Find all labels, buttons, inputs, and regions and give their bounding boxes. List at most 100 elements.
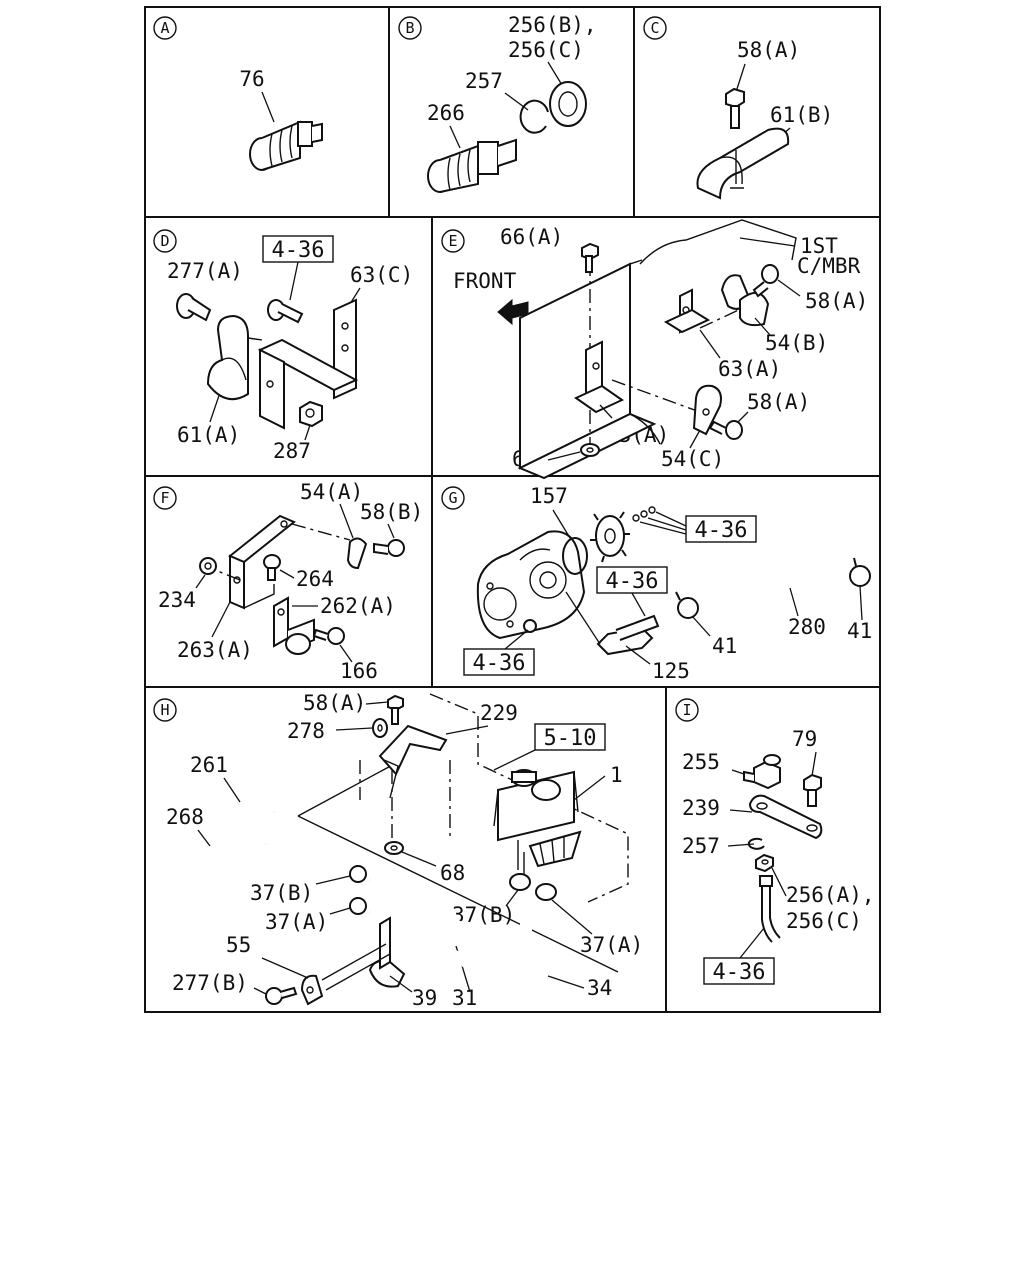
frame-outline [297, 693, 629, 973]
part-bolt-58a [387, 694, 404, 725]
label-68: 68 [440, 861, 465, 885]
panel-d: D 4-36 277(A) 63(C) 61(A) 287 [153, 229, 413, 463]
label-257: 257 [465, 69, 503, 93]
part-clamp-41-left [675, 591, 699, 619]
frame-member [517, 219, 797, 480]
label-256c: 256(C) [786, 909, 862, 933]
label-157: 157 [530, 484, 568, 508]
part-clamp-41-right [849, 557, 871, 587]
part-bolt-4-36 [267, 299, 304, 324]
svg-text:4-36: 4-36 [272, 238, 325, 263]
part-nut-234 [199, 557, 217, 575]
part-fitting-266 [427, 138, 517, 193]
label-c-mbr: C/MBR [797, 254, 861, 278]
label-58b: 58(B) [360, 500, 423, 524]
part-nut-287 [299, 400, 323, 428]
label-262a: 262(A) [320, 594, 396, 618]
label-34: 34 [587, 976, 612, 1000]
label-125: 125 [652, 659, 690, 683]
panel-a: A 76 [153, 16, 323, 171]
part-clip-61a [206, 314, 249, 401]
part-bolts-4-36 [632, 506, 656, 522]
panel-letter-a: A [153, 16, 177, 40]
label-256c: 256(C) [508, 38, 584, 62]
svg-text:C: C [650, 19, 659, 37]
label-front: FRONT [453, 269, 517, 293]
part-clip-55 [300, 974, 324, 1006]
label-58a: 58(A) [303, 691, 366, 715]
panel-i: I 255 79 239 257 256(A), 256(C) 4-36 [675, 698, 875, 985]
label-239: 239 [682, 796, 720, 820]
part-clamp-37a-left [349, 897, 367, 915]
part-hose-261 [227, 800, 276, 896]
label-37b-left: 37(B) [250, 881, 313, 905]
part-fitting-255 [743, 754, 781, 790]
part-bracket-263a [228, 514, 296, 610]
ref-box-5-10: 5-10 [534, 723, 606, 751]
label-278: 278 [287, 719, 325, 743]
panel-letter-e: E [441, 229, 465, 253]
part-clip-54c [692, 384, 722, 436]
panel-letter-f: F [153, 486, 177, 510]
part-nut-256 [755, 853, 774, 873]
svg-text:I: I [682, 701, 691, 719]
label-266: 266 [427, 101, 465, 125]
label-39: 39 [412, 986, 437, 1010]
label-166: 166 [340, 659, 378, 683]
part-clamp-37b-right [509, 873, 531, 891]
label-256b: 256(B), [508, 13, 597, 37]
part-bolt-277a [176, 293, 212, 322]
label-277b: 277(B) [172, 971, 248, 995]
part-bolt-264 [263, 554, 281, 581]
svg-text:H: H [160, 701, 169, 719]
label-234: 234 [158, 588, 196, 612]
part-bolt-277b [265, 986, 298, 1005]
label-277a: 277(A) [167, 259, 243, 283]
part-fitting-125 [596, 614, 660, 656]
part-clamp-37a-right [535, 883, 557, 901]
label-280: 280 [788, 615, 826, 639]
panel-letter-b: B [398, 16, 422, 40]
part-nut-68 [384, 841, 404, 855]
label-37a-right: 37(A) [580, 933, 643, 957]
part-bolt-166 [312, 627, 345, 645]
svg-text:4-36: 4-36 [713, 960, 766, 985]
part-nut-256 [549, 81, 587, 127]
label-76: 76 [239, 67, 264, 91]
part-gear [590, 511, 630, 563]
part-bolt-58a-upper [752, 264, 779, 298]
svg-text:D: D [160, 232, 169, 250]
label-287: 287 [273, 439, 311, 463]
part-washer-278 [372, 718, 388, 738]
panel-h: H 58(A) 229 5-10 278 1 261 268 68 37(B) … [153, 691, 643, 1010]
ref-box-4-36-middle: 4-36 [596, 566, 668, 594]
label-66a: 66(A) [500, 225, 563, 249]
label-268: 268 [166, 805, 204, 829]
panel-e: E 66(A) 1ST C/MBR FRONT 58(A) 54(B) 63(A… [441, 219, 868, 480]
part-bracket-63a-upper [663, 288, 711, 334]
svg-text:4-36: 4-36 [695, 518, 748, 543]
part-bolt-79 [803, 773, 822, 807]
part-bolt-58a [725, 87, 745, 129]
part-washer-257 [519, 99, 549, 134]
part-bracket-63c [247, 298, 359, 430]
panel-letter-c: C [643, 16, 667, 40]
part-bolt-58b [373, 539, 405, 557]
panel-c: C 58(A) 61(B) [643, 16, 833, 200]
part-pump [476, 530, 586, 640]
label-31: 31 [452, 986, 477, 1010]
part-clamp-37b-left [349, 865, 367, 883]
label-61a: 61(A) [177, 423, 240, 447]
panel-letter-g: G [441, 486, 465, 510]
part-hose-31 [367, 874, 532, 961]
part-line-4-36 [759, 875, 781, 943]
label-1st: 1ST [800, 234, 838, 258]
svg-text:A: A [160, 19, 169, 37]
label-41-left: 41 [712, 634, 737, 658]
part-bracket-63a-lower [574, 340, 624, 414]
panel-letter-h: H [153, 698, 177, 722]
label-261: 261 [190, 753, 228, 777]
part-oring-157 [562, 537, 588, 575]
label-61b: 61(B) [770, 103, 833, 127]
